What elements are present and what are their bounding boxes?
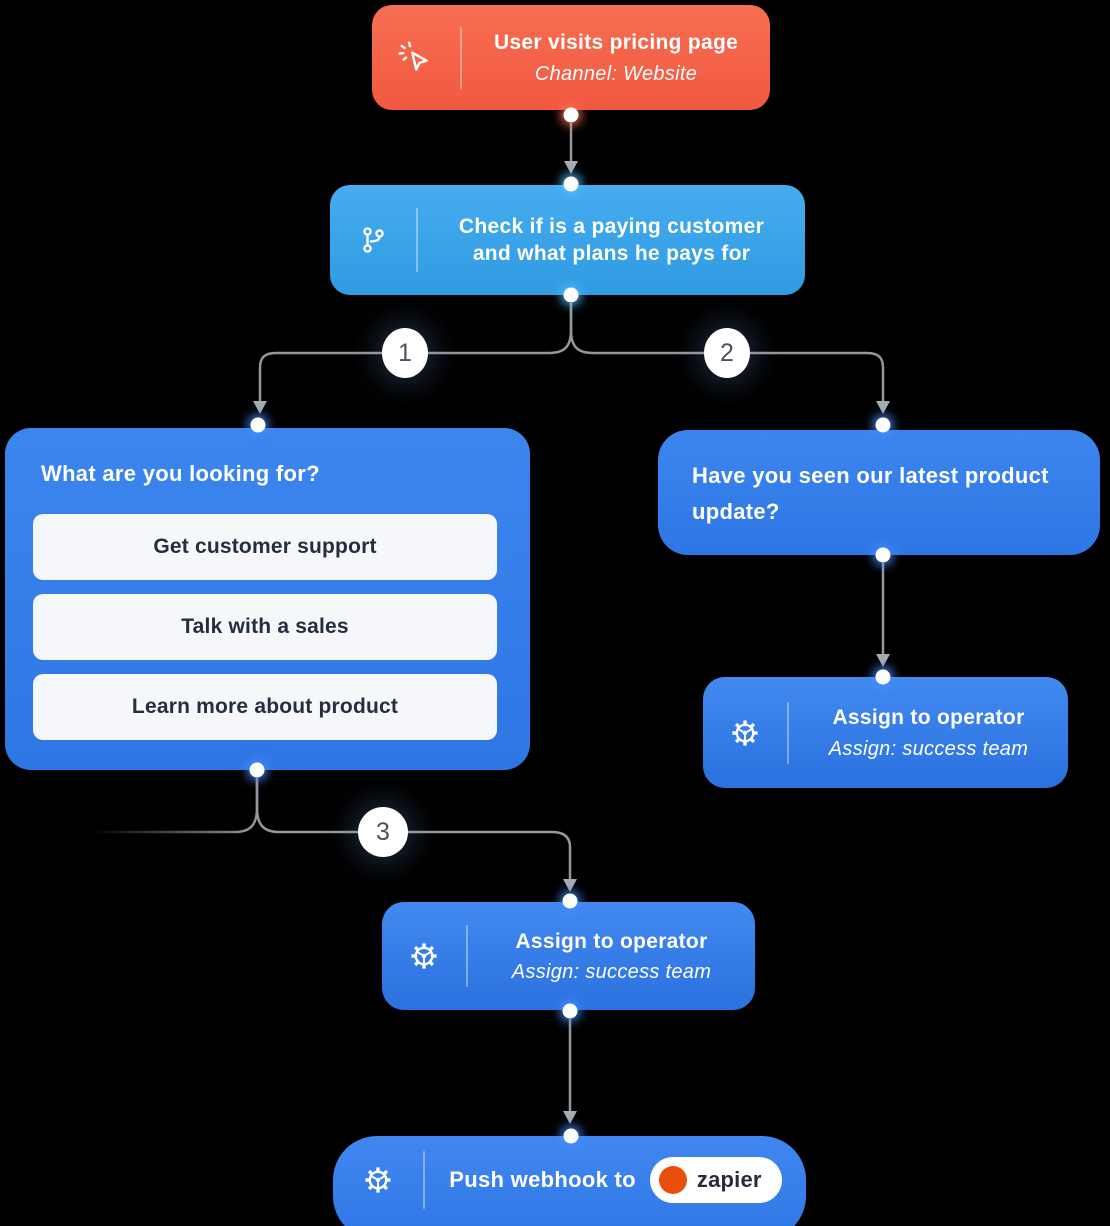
trigger-title: User visits pricing page (493, 31, 739, 55)
zapier-pill[interactable]: zapier (649, 1157, 782, 1203)
connector-dot-condition-out[interactable] (563, 287, 579, 303)
connector-dot-condition-in[interactable] (563, 176, 579, 192)
webhook-title: Push webhook to (449, 1166, 636, 1192)
condition-title: Check if is a paying customer and what p… (458, 214, 765, 265)
connector-dot-webhook-in[interactable] (563, 1128, 579, 1144)
assign-right-subtitle: Assign: success team (828, 737, 1029, 760)
branch-badge-3: 3 (358, 807, 408, 857)
connector-dot-question-left-out[interactable] (249, 762, 265, 778)
trigger-subtitle: Channel: Website (534, 62, 698, 85)
trigger-node[interactable]: User visits pricing page Channel: Websit… (372, 5, 770, 110)
connector-dot-question-right-in[interactable] (875, 417, 891, 433)
connector-dot-question-right-out[interactable] (875, 547, 891, 563)
node-divider (466, 925, 468, 987)
gear-icon (703, 677, 787, 788)
branch-badge-1: 1 (382, 328, 428, 378)
question-left-panel[interactable]: What are you looking for? Get customer s… (5, 428, 530, 770)
gear-icon (333, 1136, 423, 1224)
connector-dot-trigger-out[interactable] (563, 107, 579, 123)
assign-right-title: Assign to operator (832, 706, 1025, 730)
gear-icon (382, 902, 466, 1010)
assign-operator-node-center[interactable]: Assign to operator Assign: success team (382, 902, 755, 1010)
connector-dot-assign-right-in[interactable] (875, 669, 891, 685)
condition-node[interactable]: Check if is a paying customer and what p… (330, 185, 805, 295)
node-divider (460, 26, 462, 89)
question-left-title: What are you looking for? (41, 461, 320, 486)
assign-center-subtitle: Assign: success team (511, 961, 712, 984)
connector-dot-assign-center-out[interactable] (562, 1003, 578, 1019)
node-divider (423, 1151, 425, 1209)
assign-operator-node-right[interactable]: Assign to operator Assign: success team (703, 677, 1068, 788)
reply-button-learn-more[interactable]: Learn more about product (33, 674, 497, 740)
reply-button-talk-sales[interactable]: Talk with a sales (33, 594, 497, 660)
connector-dot-assign-center-in[interactable] (562, 893, 578, 909)
webhook-node[interactable]: Push webhook to zapier (333, 1136, 806, 1226)
branch-icon (330, 185, 416, 295)
assign-center-title: Assign to operator (515, 929, 708, 953)
branch-badge-2: 2 (704, 328, 750, 378)
reply-button-customer-support[interactable]: Get customer support (33, 514, 497, 580)
node-divider (416, 208, 418, 272)
node-divider (787, 701, 789, 764)
question-right-title: Have you seen our latest product update? (692, 463, 1049, 524)
connector-dot-question-left-in[interactable] (250, 417, 266, 433)
question-right-panel[interactable]: Have you seen our latest product update? (658, 430, 1100, 555)
zapier-label: zapier (696, 1167, 762, 1192)
click-cursor-icon (372, 5, 460, 110)
zapier-logo-dot (658, 1166, 687, 1194)
